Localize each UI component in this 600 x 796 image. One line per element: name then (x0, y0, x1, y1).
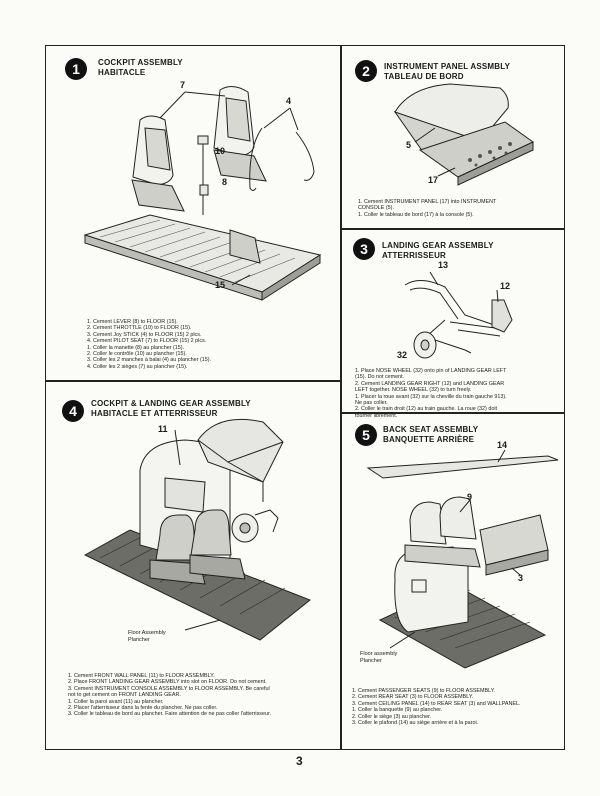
step-number-badge: 4 (62, 400, 84, 422)
row-divider-right-2 (340, 412, 565, 414)
row-divider-right-1 (340, 228, 565, 230)
part-callout: 4 (286, 96, 292, 106)
step-number-badge: 3 (353, 238, 375, 260)
panel-title: LANDING GEAR ASSEMBLY ATTERRISSEUR (382, 241, 494, 260)
part-callout: 14 (497, 440, 508, 450)
part-callout: 9 (467, 492, 473, 502)
step-number-badge: 5 (355, 424, 377, 446)
part-callout: 12 (500, 281, 511, 291)
column-divider (340, 45, 342, 750)
part-callout: 10 (215, 146, 226, 156)
part-callout: 3 (518, 573, 524, 583)
row-divider-left (45, 380, 341, 382)
step-number-badge: 2 (355, 60, 377, 82)
step-number-badge: 1 (65, 58, 87, 80)
panel-title: INSTRUMENT PANEL ASSMBLY TABLEAU DE BORD (384, 62, 511, 81)
part-callout: 13 (438, 260, 449, 270)
instructions-list: 1. Cement INSTRUMENT PANEL (17) into INS… (358, 199, 497, 218)
part-callout: 32 (397, 350, 408, 360)
part-callout: 11 (158, 424, 168, 434)
floor-assembly-caption: Floor assembly Plancher (360, 651, 398, 664)
instructions-list: 1. Cement LEVER (8) to FLOOR (15). 2. Ce… (87, 319, 212, 370)
part-callout: 8 (222, 177, 228, 187)
part-callout: 7 (180, 80, 186, 90)
panel-title: COCKPIT ASSEMBLY HABITACLE (98, 58, 183, 77)
instruction-sheet-frame (45, 45, 565, 750)
floor-assembly-caption: Floor Assembly Plancher (128, 630, 166, 643)
instructions-list: 1. Cement FRONT WALL PANEL (11) to FLOOR… (68, 673, 271, 718)
instructions-list: 1. Place NOSE WHEEL (32) onto pin of LAN… (355, 368, 507, 419)
part-callout: 15 (215, 280, 226, 290)
instructions-list: 1. Cement PASSENGER SEATS (9) to FLOOR A… (352, 688, 521, 727)
part-callout: 17 (428, 175, 439, 185)
page-number: 3 (296, 754, 303, 768)
panel-title: COCKPIT & LANDING GEAR ASSEMBLY HABITACL… (91, 399, 251, 418)
part-callout: 5 (406, 140, 412, 150)
panel-title: BACK SEAT ASSEMBLY BANQUETTE ARRIÈRE (383, 425, 479, 444)
